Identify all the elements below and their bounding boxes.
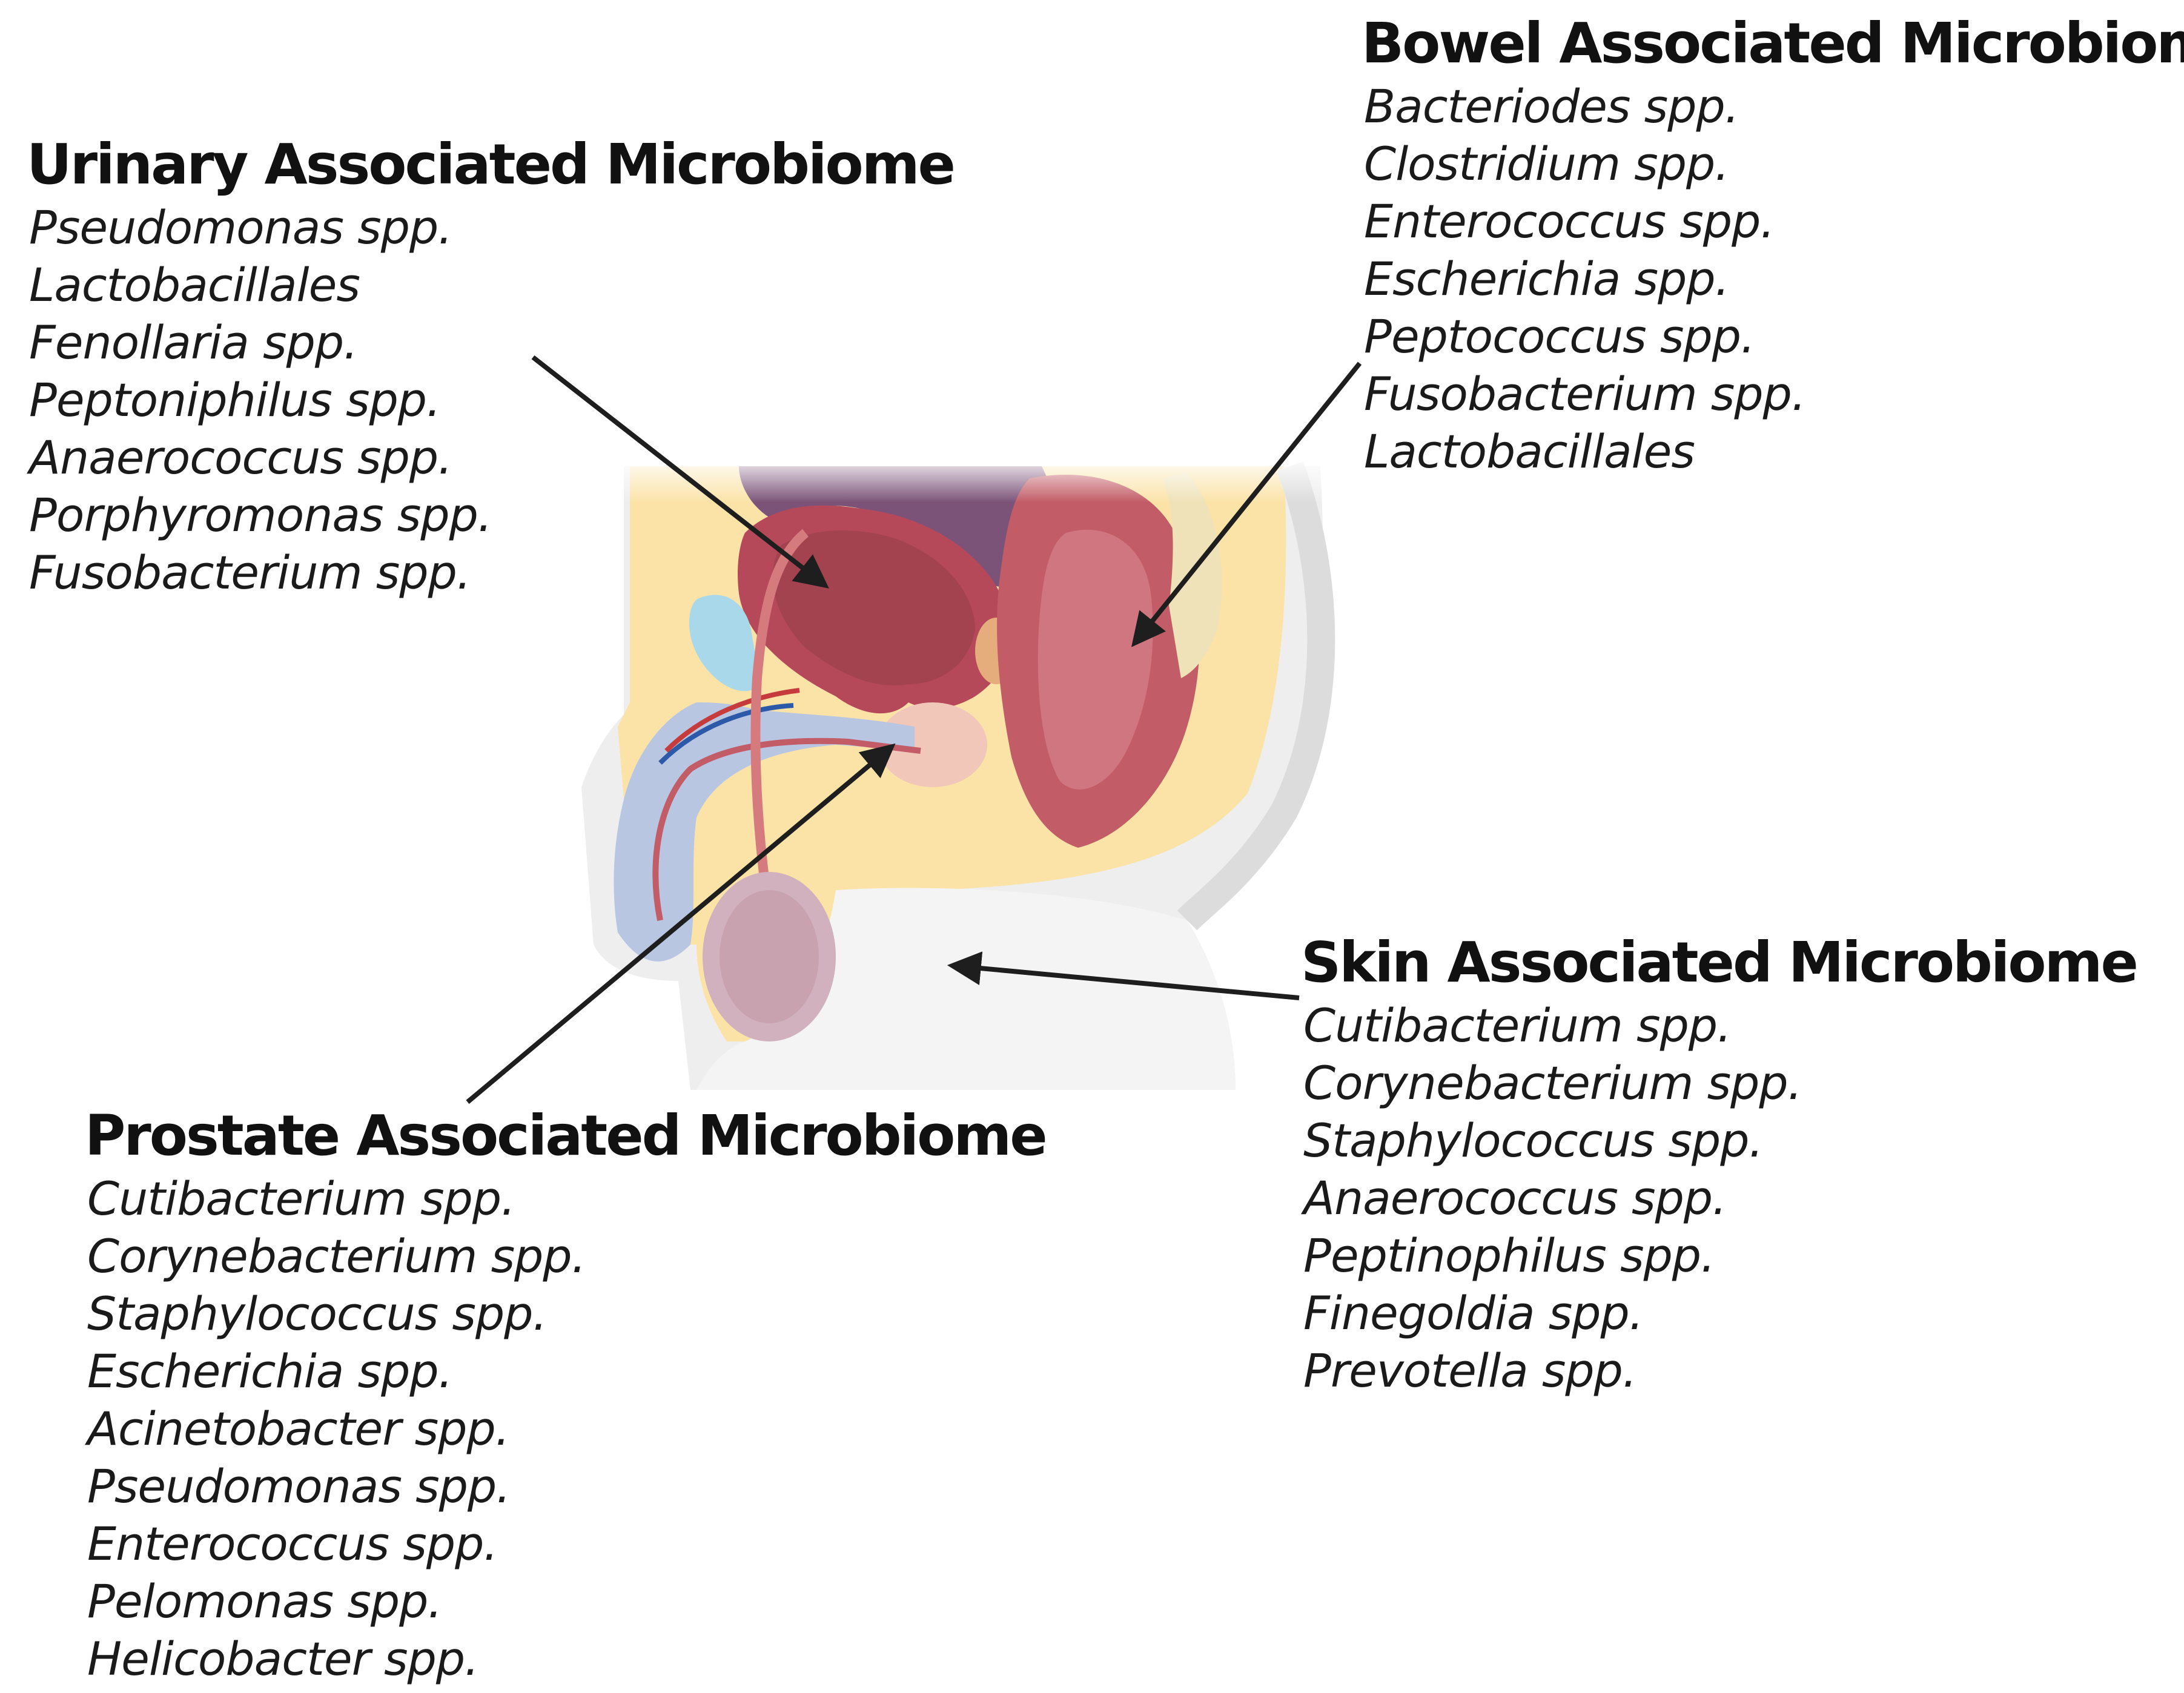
bowel-title: Bowel Associated Microbiome <box>1362 11 2184 76</box>
skin-list: Cutibacterium spp. Corynebacterium spp. … <box>1301 997 2137 1399</box>
list-item: Peptoniphilus spp. <box>29 373 441 427</box>
list-item: Peptinophilus spp. <box>1303 1229 1715 1282</box>
urinary-title: Urinary Associated Microbiome <box>27 132 956 197</box>
urinary-list: Pseudomonas spp. Lactobacillales Fenolla… <box>27 199 954 601</box>
list-item: Pseudomonas spp. <box>29 200 452 254</box>
list-item: Helicobacter spp. <box>87 1632 479 1686</box>
pubic-bone <box>689 595 758 691</box>
prostate-list: Cutibacterium spp. Corynebacterium spp. … <box>85 1170 1046 1688</box>
bowel-microbiome-group: Bowel Associated Microbiome Bacteriodes … <box>1362 10 2184 480</box>
list-item: Cutibacterium spp. <box>87 1172 515 1226</box>
skin-title: Skin Associated Microbiome <box>1301 930 2139 995</box>
vessel-blue <box>658 703 794 765</box>
testis <box>720 890 819 1023</box>
prostate-microbiome-group: Prostate Associated Microbiome Cutibacte… <box>85 1102 1048 1688</box>
urethra-penile <box>652 738 921 921</box>
list-item: Escherichia spp. <box>1364 252 1730 306</box>
list-item: Escherichia spp. <box>87 1344 453 1398</box>
list-item: Lactobacillales <box>1364 424 1695 478</box>
bowel-list: Bacteriodes spp. Clostridium spp. Entero… <box>1362 78 2184 480</box>
list-item: Fusobacterium spp. <box>1364 367 1806 421</box>
vessel-red <box>664 688 800 753</box>
skin-microbiome-group: Skin Associated Microbiome Cutibacterium… <box>1301 929 2139 1399</box>
list-item: Staphylococcus spp. <box>87 1287 548 1341</box>
list-item: Pelomonas spp. <box>87 1574 442 1628</box>
list-item: Finegoldia spp. <box>1303 1286 1644 1340</box>
top-fade <box>606 454 1363 503</box>
list-item: Fenollaria spp. <box>29 315 358 369</box>
rectum-lumen <box>1037 529 1153 790</box>
list-item: Clostridium spp. <box>1364 137 1729 191</box>
list-item: Anaerococcus spp. <box>1303 1171 1727 1225</box>
list-item: Acinetobacter spp. <box>87 1402 510 1456</box>
arrow-urinary <box>531 355 829 589</box>
list-item: Peptococcus spp. <box>1364 309 1755 363</box>
arrow-bowel <box>1131 361 1362 647</box>
list-item: Lactobacillales <box>29 258 360 312</box>
list-item: Bacteriodes spp. <box>1364 79 1739 133</box>
list-item: Anaerococcus spp. <box>29 431 452 484</box>
prostate-title: Prostate Associated Microbiome <box>85 1103 1048 1168</box>
arrow-prostate <box>466 743 896 1104</box>
list-item: Corynebacterium spp. <box>1303 1056 1802 1110</box>
list-item: Porphyromonas spp. <box>29 488 492 542</box>
arrow-skin <box>947 951 1300 1000</box>
sacrum <box>1163 472 1222 678</box>
list-item: Fusobacterium spp. <box>29 546 471 599</box>
list-item: Enterococcus spp. <box>87 1517 498 1571</box>
list-item: Pseudomonas spp. <box>87 1459 511 1513</box>
list-item: Staphylococcus spp. <box>1303 1114 1764 1167</box>
urinary-microbiome-group: Urinary Associated Microbiome Pseudomona… <box>27 131 956 601</box>
list-item: Prevotella spp. <box>1303 1344 1637 1398</box>
back-outline <box>1177 461 1335 931</box>
list-item: Enterococcus spp. <box>1364 194 1775 248</box>
list-item: Cutibacterium spp. <box>1303 998 1732 1052</box>
prostate <box>878 702 987 787</box>
list-item: Corynebacterium spp. <box>87 1229 586 1283</box>
